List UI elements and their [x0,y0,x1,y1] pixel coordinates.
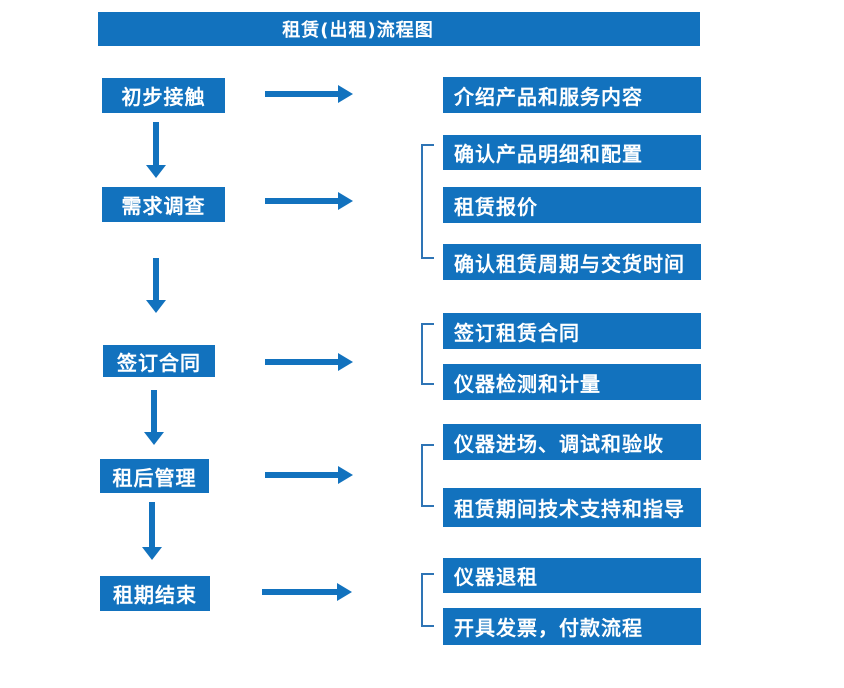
right-arrow-3 [265,353,353,371]
bracket-connector-sign-contract [421,323,434,385]
down-arrow-1-shaft [153,122,159,166]
bracket-connector-lease-end [421,573,434,627]
bracket-connector-post-rental [421,444,434,507]
down-arrow-2-shaft [153,258,159,301]
down-arrow-3-shaft [151,390,157,433]
detail-box-confirm-rental-period: 确认租赁周期与交货时间 [443,244,701,280]
detail-box-introduce-products: 介绍产品和服务内容 [443,77,701,113]
down-arrow-3-head [144,432,164,445]
detail-box-confirm-product-details: 确认产品明细和配置 [443,135,701,170]
right-arrow-1-head [338,85,353,103]
detail-box-instrument-testing: 仪器检测和计量 [443,364,701,400]
down-arrow-1 [146,122,166,178]
right-arrow-1 [265,85,353,103]
right-arrow-5-head [337,583,352,601]
bracket-connector-demand-survey [421,144,434,259]
detail-box-tech-support: 租赁期间技术支持和指导 [443,488,701,527]
down-arrow-4 [142,502,162,560]
right-arrow-3-head [338,353,353,371]
stage-box-lease-end: 租期结束 [100,576,210,611]
right-arrow-5 [262,583,352,601]
stage-box-sign-contract: 签订合同 [103,345,215,377]
right-arrow-3-shaft [265,359,340,365]
flowchart-title: 租赁(出租)流程图 [282,20,434,41]
detail-box-instrument-return: 仪器退租 [443,558,701,593]
right-arrow-2-shaft [265,198,340,204]
down-arrow-4-shaft [149,502,155,548]
right-arrow-5-shaft [262,589,339,595]
flowchart-title-bar: 租赁(出租)流程图 [98,12,700,46]
right-arrow-1-shaft [265,91,340,97]
right-arrow-2-head [338,192,353,210]
right-arrow-4-head [338,466,353,484]
detail-box-invoice-payment: 开具发票，付款流程 [443,608,701,645]
detail-box-sign-rental-contract: 签订租赁合同 [443,313,701,349]
detail-box-instrument-setup: 仪器进场、调试和验收 [443,424,701,460]
stage-box-post-rental-management: 租后管理 [100,459,209,493]
right-arrow-2 [265,192,353,210]
detail-box-rental-quote: 租赁报价 [443,187,701,223]
stage-box-demand-survey: 需求调查 [102,187,225,222]
down-arrow-1-head [146,165,166,178]
down-arrow-2 [146,258,166,313]
down-arrow-3 [144,390,164,445]
down-arrow-4-head [142,547,162,560]
down-arrow-2-head [146,300,166,313]
right-arrow-4 [265,466,353,484]
stage-box-initial-contact: 初步接触 [102,78,225,113]
right-arrow-4-shaft [265,472,340,478]
